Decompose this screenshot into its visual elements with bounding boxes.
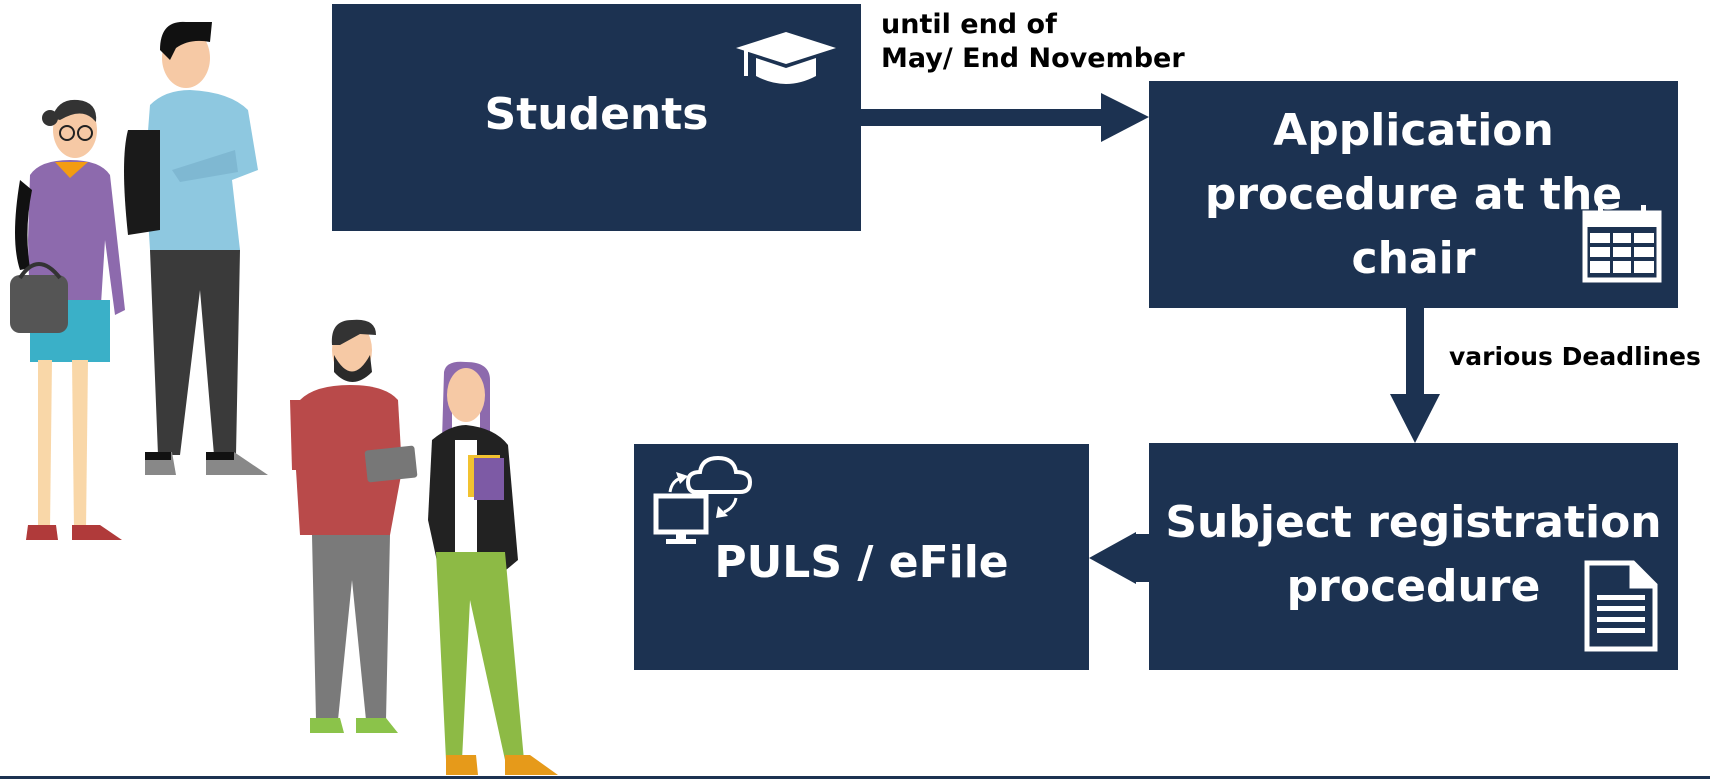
arrow-label-various-deadlines: various Deadlines [1449, 342, 1701, 371]
application-procedure-box: Application procedure at the chair [1149, 81, 1678, 308]
subject-registration-box: Subject registration procedure [1149, 443, 1678, 670]
students-label: Students [484, 89, 709, 140]
person-woman-books [428, 361, 558, 775]
bottom-divider [0, 776, 1710, 779]
computer-cloud-sync-icon [653, 455, 752, 544]
puls-efile-label: PULS / eFile [714, 536, 1009, 588]
arrow-subject-to-puls [1089, 532, 1149, 584]
arrow-label-until-end: until end of May/ End November [881, 9, 1185, 74]
person-man-tablet [290, 319, 418, 733]
students-box: Students [332, 4, 861, 231]
arrow-students-to-application [861, 93, 1149, 142]
application-procedure-label: Application procedure at the chair [1204, 104, 1623, 284]
subject-registration-label: Subject registration procedure [1165, 496, 1662, 612]
graduation-cap-icon [736, 32, 836, 84]
person-woman-glasses [10, 99, 125, 540]
person-man-backpack [124, 21, 268, 475]
puls-efile-box: PULS / eFile [634, 444, 1089, 670]
calendar-icon [1582, 205, 1662, 283]
document-icon [1584, 560, 1658, 652]
arrow-application-to-subject [1390, 308, 1440, 443]
students-illustration [10, 21, 558, 775]
